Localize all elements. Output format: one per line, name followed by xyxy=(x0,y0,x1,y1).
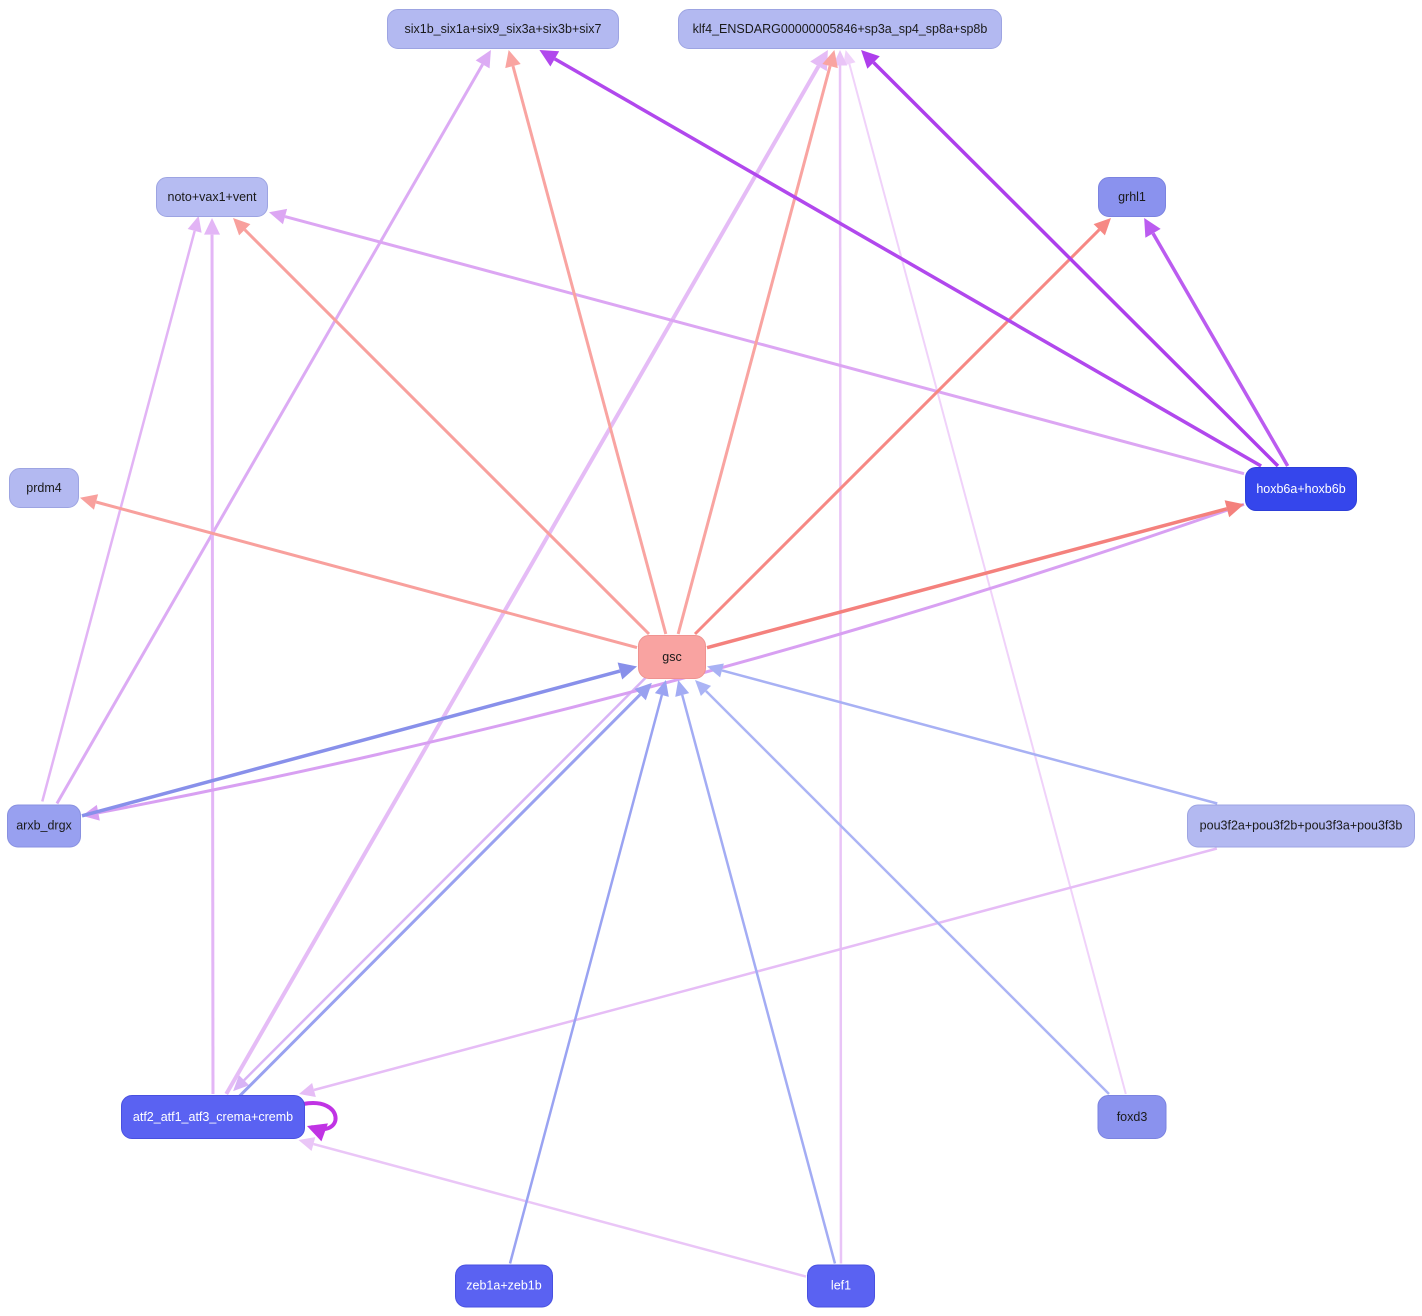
edge-zeb1-gsc-arrowhead xyxy=(654,680,669,697)
node-lef1[interactable]: lef1 xyxy=(807,1264,875,1308)
node-label-klf4: klf4_ENSDARG00000005846+sp3a_sp4_sp8a+sp… xyxy=(692,21,988,36)
node-label-atf2: atf2_atf1_atf3_crema+cremb xyxy=(132,1109,294,1124)
edge-gsc-atf2 xyxy=(243,676,648,1082)
node-atf2[interactable]: atf2_atf1_atf3_crema+cremb xyxy=(121,1095,305,1139)
edge-gsc-six1b-arrowhead xyxy=(505,50,521,69)
edge-atf2-gsc-arrowhead xyxy=(634,682,652,701)
edge-arxb-six1b xyxy=(55,63,484,805)
edge-hoxb6a-klf4-arrowhead xyxy=(861,50,880,69)
edge-lef1-klf4 xyxy=(838,65,843,1264)
edge-zeb1-gsc xyxy=(508,694,664,1264)
node-prdm4[interactable]: prdm4 xyxy=(9,468,79,508)
edge-gsc-noto-arrowhead xyxy=(233,218,251,236)
edge-hoxb6a-grhl1 xyxy=(1151,232,1290,467)
edge-arxb-gsc-arrowhead xyxy=(617,662,637,680)
node-label-prdm4: prdm4 xyxy=(26,480,62,495)
edge-lef1-gsc-arrowhead xyxy=(675,680,690,697)
node-label-foxd3: foxd3 xyxy=(1116,1109,1148,1124)
edge-atf2-noto-arrowhead xyxy=(204,218,221,235)
edge-hoxb6a-grhl1-arrowhead xyxy=(1144,218,1161,238)
edge-lef1-atf2 xyxy=(313,1142,807,1278)
node-arxb[interactable]: arxb_drgx xyxy=(7,804,81,848)
edge-gsc-prdm4-arrowhead xyxy=(80,494,99,510)
edge-foxd3-gsc-arrowhead xyxy=(695,680,712,697)
node-label-zeb1: zeb1a+zeb1b xyxy=(466,1278,542,1293)
edge-hoxb6a-six1b xyxy=(553,57,1262,468)
edge-arxb-six1b-arrowhead xyxy=(475,50,491,69)
node-gsc[interactable]: gsc xyxy=(638,635,706,679)
edge-hoxb6a-noto xyxy=(284,215,1245,476)
edge-arxb-noto-arrowhead xyxy=(187,215,202,233)
node-label-six1b: six1b_six1a+six9_six3a+six3b+six7 xyxy=(404,21,602,36)
node-zeb1[interactable]: zeb1a+zeb1b xyxy=(455,1264,553,1308)
node-label-grhl1: grhl1 xyxy=(1118,189,1146,204)
edge-gsc-klf4 xyxy=(676,65,832,635)
edge-pou3f-gsc xyxy=(721,669,1218,805)
edge-atf2-klf4-arrowhead xyxy=(810,50,828,72)
edge-hoxb6a-six1b-arrowhead xyxy=(539,50,560,67)
edge-foxd3-klf4-arrowhead xyxy=(843,50,856,66)
edge-gsc-six1b xyxy=(511,65,668,635)
edge-gsc-noto xyxy=(243,228,651,636)
edge-foxd3-gsc xyxy=(705,690,1110,1095)
node-label-lef1: lef1 xyxy=(830,1278,852,1293)
edge-hoxb6a-klf4 xyxy=(872,61,1280,468)
node-hoxb6a[interactable]: hoxb6a+hoxb6b xyxy=(1245,467,1357,511)
node-label-noto: noto+vax1+vent xyxy=(167,189,257,204)
edge-lef1-gsc xyxy=(680,694,837,1264)
edge-hoxb6a-noto-arrowhead xyxy=(269,208,288,225)
edge-hoxb6a-arxb xyxy=(98,502,1245,815)
edge-foxd3-klf4 xyxy=(848,63,1127,1095)
edge-atf2-gsc xyxy=(237,693,642,1098)
edge-pou3f-atf2 xyxy=(313,847,1218,1092)
node-klf4[interactable]: klf4_ENSDARG00000005846+sp3a_sp4_sp8a+sp… xyxy=(678,9,1002,49)
node-foxd3[interactable]: foxd3 xyxy=(1097,1095,1167,1139)
edge-arxb-noto xyxy=(41,230,196,802)
node-noto[interactable]: noto+vax1+vent xyxy=(156,177,268,217)
edge-pou3f-gsc-arrowhead xyxy=(707,663,724,678)
node-label-arxb: arxb_drgx xyxy=(16,818,72,833)
edge-lef1-atf2-arrowhead xyxy=(298,1137,316,1151)
edge-atf2-noto xyxy=(210,234,215,1095)
node-six1b[interactable]: six1b_six1a+six9_six3a+six3b+six7 xyxy=(387,9,619,49)
edge-pou3f-atf2-arrowhead xyxy=(298,1083,316,1097)
edge-atf2-atf2-arrowhead xyxy=(307,1123,328,1142)
node-grhl1[interactable]: grhl1 xyxy=(1098,177,1166,217)
edge-gsc-hoxb6a xyxy=(706,507,1228,650)
edge-gsc-hoxb6a-arrowhead xyxy=(1224,500,1244,518)
edge-arxb-gsc xyxy=(81,669,621,818)
node-label-hoxb6a: hoxb6a+hoxb6b xyxy=(1256,481,1346,496)
node-pou3f[interactable]: pou3f2a+pou3f2b+pou3f3a+pou3f3b xyxy=(1187,804,1415,848)
edge-gsc-prdm4 xyxy=(95,500,638,650)
edge-gsc-atf2-arrowhead xyxy=(233,1075,250,1092)
edge-gsc-grhl1 xyxy=(693,228,1101,636)
node-label-pou3f: pou3f2a+pou3f2b+pou3f3a+pou3f3b xyxy=(1199,818,1403,833)
node-label-gsc: gsc xyxy=(662,649,682,664)
edge-atf2-klf4 xyxy=(224,65,821,1095)
edge-gsc-klf4-arrowhead xyxy=(822,50,838,69)
edge-gsc-grhl1-arrowhead xyxy=(1093,218,1111,236)
